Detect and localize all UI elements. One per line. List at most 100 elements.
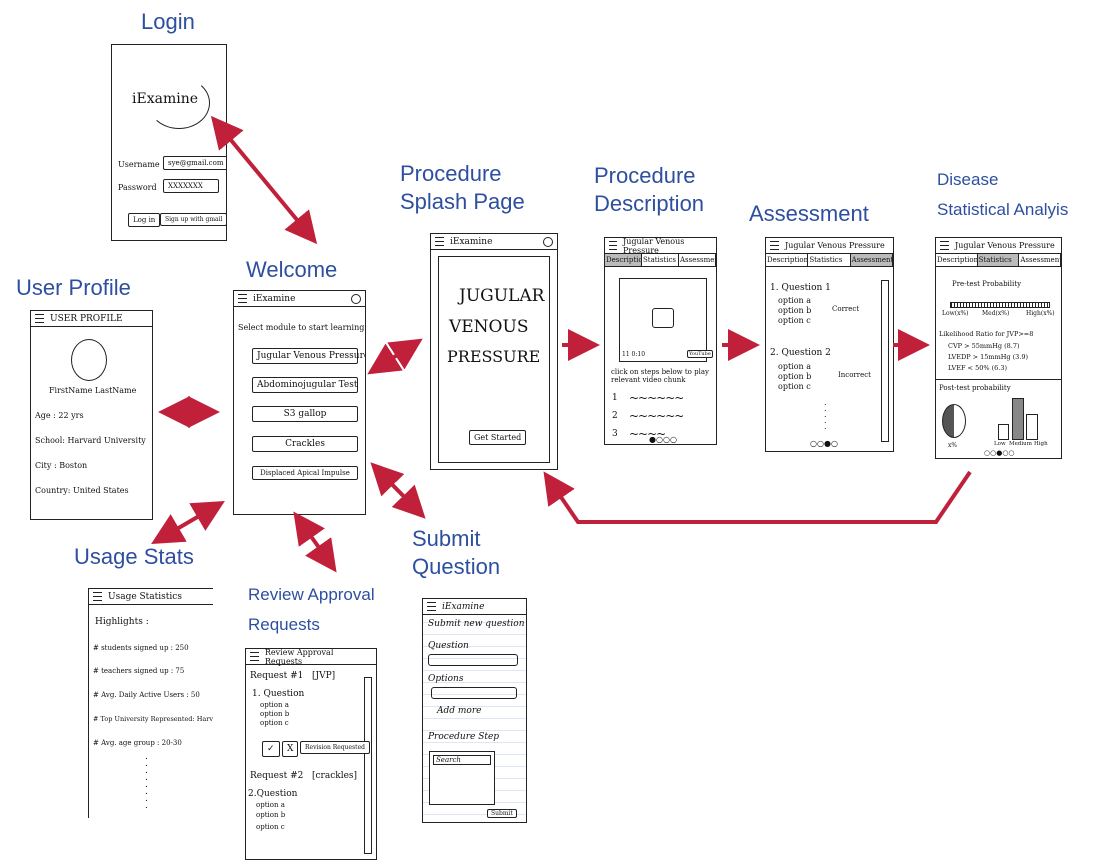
stethoscope-icon <box>148 77 210 129</box>
profile-city: City : Boston <box>35 461 88 470</box>
page-dots[interactable]: ●○○○ <box>649 435 677 444</box>
usage-stats-screen: Usage Statistics Highlights : # students… <box>88 588 213 818</box>
submit-title: iExamine <box>442 601 485 612</box>
login-button[interactable]: Log in <box>128 213 161 227</box>
video-player[interactable] <box>619 278 707 362</box>
option-item[interactable]: option a <box>256 801 285 809</box>
username-input[interactable]: sye@gmail.com <box>163 156 226 170</box>
scrollbar[interactable] <box>881 280 889 442</box>
menu-icon[interactable] <box>940 241 949 250</box>
step-squiggle: ~~~~~~ <box>629 409 684 423</box>
get-started-button[interactable]: Get Started <box>469 430 527 445</box>
revision-button[interactable]: Revision Requested <box>300 741 370 754</box>
password-label: Password <box>118 183 157 192</box>
page-dots[interactable]: ○○●○ <box>810 439 838 448</box>
options-label: Options <box>428 674 464 684</box>
menu-icon[interactable] <box>238 294 247 303</box>
menu-icon[interactable] <box>435 237 444 246</box>
option-item[interactable]: option c <box>256 823 285 831</box>
likelihood-item[interactable]: LVEDP > 15mmHg (3.9) <box>948 353 1029 361</box>
slider-label: Med(x%) <box>982 310 1010 317</box>
options-input[interactable] <box>431 687 517 699</box>
stats-title: Jugular Venous Pressure <box>955 241 1055 250</box>
review-label: Review Approval Requests <box>248 585 375 634</box>
step-number[interactable]: 3 <box>612 429 618 439</box>
slider-label: Low(x%) <box>942 310 969 317</box>
scrollbar[interactable] <box>364 677 372 854</box>
likelihood-item[interactable]: CVP > 55mmHg (8.7) <box>948 342 1020 350</box>
play-icon[interactable] <box>652 308 674 328</box>
submit-screen: iExamine Submit new question Question Op… <box>422 598 527 823</box>
likelihood-label: Likelihood Ratio for JVP>=8 <box>939 330 1034 338</box>
page-dots[interactable]: ○○●○○ <box>984 449 1015 457</box>
question-input[interactable] <box>428 654 518 666</box>
menu-icon[interactable] <box>770 241 779 250</box>
assess-header: Jugular Venous Pressure <box>766 238 893 254</box>
option-item[interactable]: option c <box>778 382 811 391</box>
player-controls[interactable]: 11 0:10 <box>622 351 646 358</box>
tab-statistics[interactable]: Statistics <box>642 254 679 266</box>
tab-assessment[interactable]: Assessment <box>1020 254 1062 266</box>
approve-button[interactable]: ✓ <box>262 741 280 757</box>
tab-statistics[interactable]: Statistics <box>977 254 1020 266</box>
search-input[interactable]: Search <box>433 755 491 765</box>
step-number[interactable]: 1 <box>612 393 618 403</box>
account-icon[interactable] <box>351 293 361 304</box>
menu-icon[interactable] <box>250 652 259 661</box>
module-button[interactable]: Abdominojugular Test <box>252 377 358 393</box>
posttest-label: Post-test probability <box>939 384 1011 392</box>
tab-description[interactable]: Description <box>937 254 978 266</box>
profile-school: School: Harvard University <box>35 436 146 445</box>
tab-assessment[interactable]: Assessment <box>680 254 716 266</box>
step-squiggle: ~~~~ <box>629 427 666 441</box>
splash-label: Procedure Splash Page <box>400 161 525 214</box>
add-more-link[interactable]: Add more <box>437 706 482 716</box>
option-item[interactable]: option a <box>260 701 289 709</box>
pretest-label: Pre-test Probability <box>952 280 1022 288</box>
usage-stats-label: Usage Stats <box>74 544 194 569</box>
option-item[interactable]: option c <box>778 316 811 325</box>
step-number[interactable]: 2 <box>612 411 618 421</box>
module-button[interactable]: Jugular Venous Pressure <box>252 348 365 364</box>
tab-bar: Description Statistics Assessment <box>936 254 1061 267</box>
assessment-screen: Jugular Venous Pressure Description Stat… <box>765 237 894 452</box>
option-item[interactable]: option c <box>260 719 289 727</box>
option-item[interactable]: option a <box>778 362 811 371</box>
account-icon[interactable] <box>543 236 553 247</box>
splash-screen: iExamine JUGULAR VENOUS PRESSURE Get Sta… <box>430 233 558 470</box>
tab-assessment[interactable]: Assessment <box>850 254 893 266</box>
module-button[interactable]: S3 gallop <box>252 406 358 422</box>
signup-button[interactable]: Sign up with gmail <box>160 213 226 226</box>
assess-title: Jugular Venous Pressure <box>785 241 885 250</box>
bar-high <box>1026 414 1038 440</box>
menu-icon[interactable] <box>93 592 102 601</box>
module-button[interactable]: Crackles <box>252 436 358 452</box>
tab-description[interactable]: Description <box>767 254 809 266</box>
bar-medium <box>1012 398 1024 440</box>
arrow-welcome-splash <box>367 338 423 375</box>
reject-button[interactable]: X <box>282 741 299 757</box>
incorrect-feedback: Incorrect <box>838 371 871 379</box>
profile-header: USER PROFILE <box>31 311 152 327</box>
option-item[interactable]: option b <box>260 710 290 718</box>
probability-slider[interactable] <box>950 302 1050 308</box>
module-button[interactable]: Displaced Apical Impulse <box>252 466 358 480</box>
menu-icon[interactable] <box>609 241 618 250</box>
option-item[interactable]: option b <box>778 306 812 315</box>
arrow-login-welcome <box>210 115 318 245</box>
submit-button[interactable]: Submit <box>487 809 517 818</box>
password-input[interactable]: XXXXXXX <box>163 179 219 193</box>
tab-statistics[interactable]: Statistics <box>808 254 851 266</box>
tab-description[interactable]: Description <box>605 254 642 266</box>
menu-icon[interactable] <box>35 314 44 323</box>
menu-icon[interactable] <box>427 602 436 611</box>
question-label: Question <box>428 641 469 651</box>
option-item[interactable]: option a <box>778 296 811 305</box>
option-item[interactable]: option b <box>256 811 286 819</box>
splash-heading: VENOUS <box>449 317 529 337</box>
correct-feedback: Correct <box>832 305 860 313</box>
usage-title: Usage Statistics <box>108 591 182 602</box>
option-item[interactable]: option b <box>778 372 812 381</box>
step-squiggle: ~~~~~~ <box>629 391 684 405</box>
likelihood-item[interactable]: LVEF < 50% (6.3) <box>948 364 1007 372</box>
